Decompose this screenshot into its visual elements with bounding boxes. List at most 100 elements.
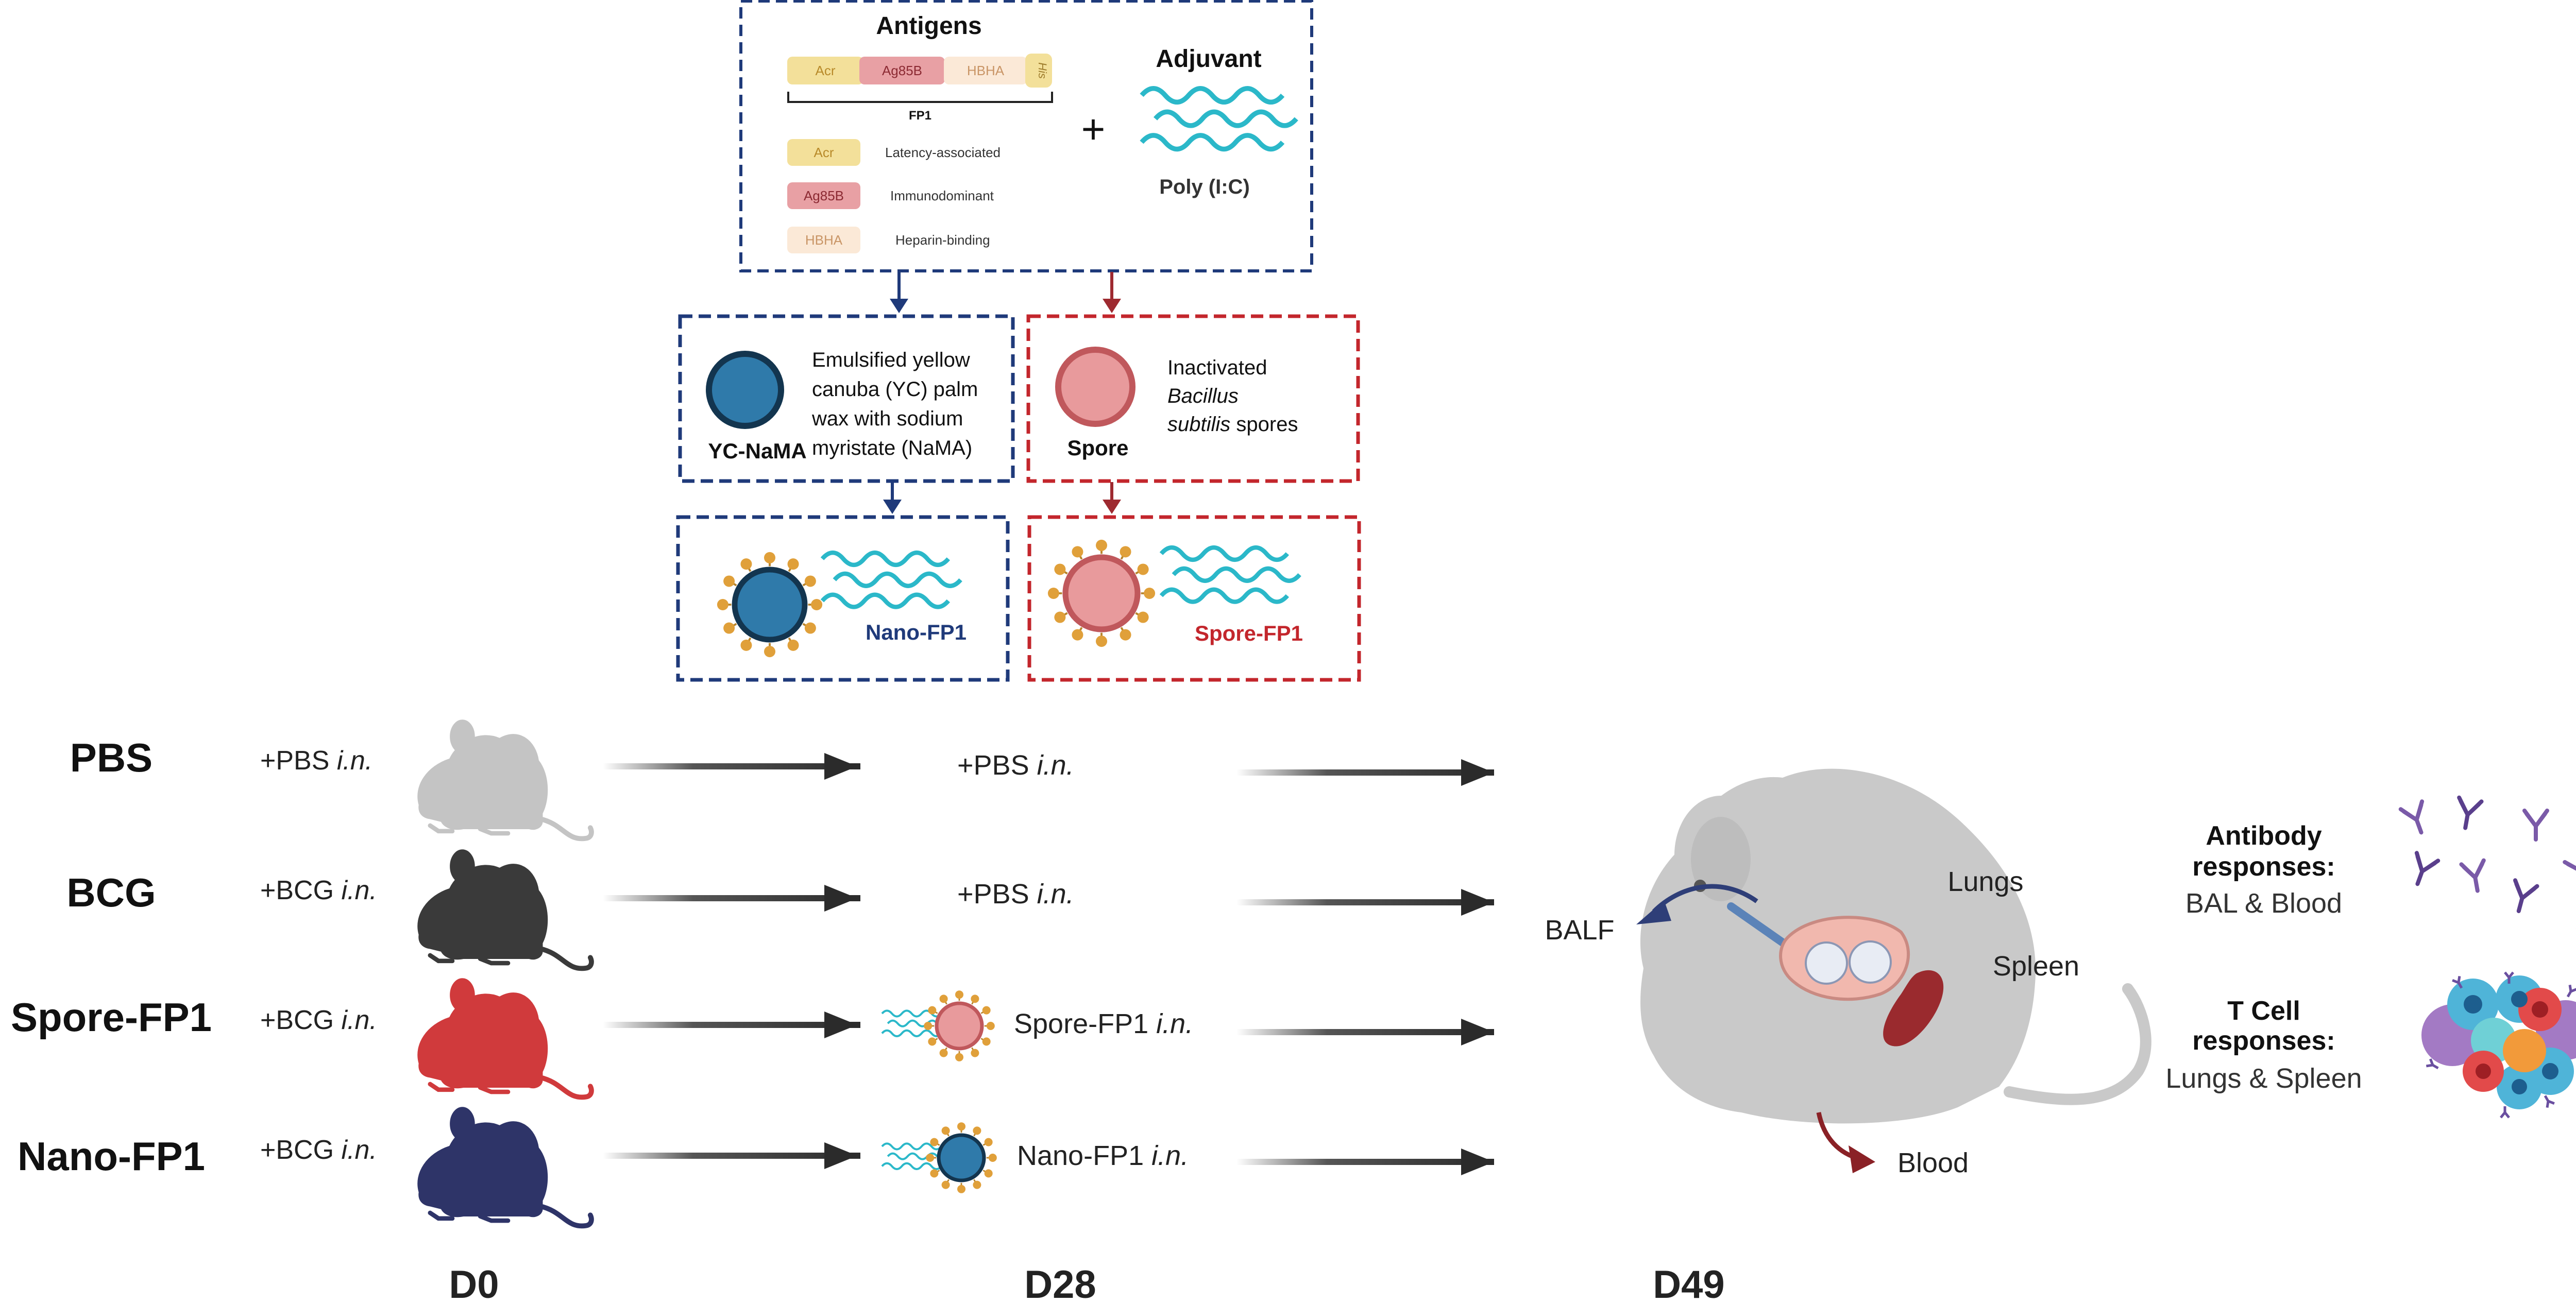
arrow-d28-d49-pbs-head <box>1461 759 1494 786</box>
spore-fp1-particle-icon <box>1047 539 1156 647</box>
antigen-bead <box>1047 588 1059 599</box>
antigen-bead <box>939 1049 948 1057</box>
arrow-d0-d28-pbs-head <box>824 753 857 780</box>
cell-receptor <box>2500 1106 2510 1119</box>
spore-desc-line-2: Bacillus <box>1167 385 1239 407</box>
arrow-d28-d49-pbs-shaft <box>1236 769 1494 776</box>
arrow-d0-d28-bcg-shaft <box>603 895 860 901</box>
antigen-bead <box>1120 629 1131 641</box>
particle-core <box>732 567 808 643</box>
mouse-icon-spore-fp1 <box>418 979 591 1098</box>
antigen-bead <box>787 558 799 570</box>
antigen-bead <box>928 1037 937 1046</box>
legend-desc-hbha: Heparin-binding <box>895 232 990 248</box>
nano-fp1-label: Nano-FP1 <box>866 620 967 644</box>
antigen-bead <box>941 1126 950 1135</box>
antigen-bead <box>1144 588 1156 599</box>
timeline-labels: D0 D28 D49 <box>449 1263 1724 1303</box>
antigen-bead <box>1072 546 1083 558</box>
antigen-bead <box>928 1006 937 1015</box>
antigen-bead <box>955 990 963 999</box>
d28-treatment-spore-fp1: Spore-FP1 i.n. <box>1014 1008 1193 1039</box>
arrow-head-to-nano <box>883 500 902 514</box>
antigen-bead <box>1096 539 1107 551</box>
cell-nucleus-2 <box>2511 991 2528 1007</box>
arrow-d28-d49-spore-head <box>1461 1019 1494 1045</box>
d28-treatment-nano-fp1: Nano-FP1 i.n. <box>1017 1140 1189 1171</box>
antigen-bead <box>787 639 799 651</box>
antigen-bead <box>924 1022 933 1030</box>
cell-receptor <box>2544 1095 2555 1108</box>
antigen-bead <box>804 622 816 634</box>
fusion-segment-acr <box>787 57 863 84</box>
antigen-bead <box>804 575 816 587</box>
trachea-icon <box>1727 902 1787 947</box>
arrow-d0-d28-nano-shaft <box>603 1153 860 1159</box>
antigen-to-carrier-arrows <box>890 272 1121 313</box>
yc-nama-particle-icon <box>706 351 784 429</box>
antigen-bead <box>811 599 823 610</box>
antigen-bead <box>986 1022 995 1030</box>
fp1-bracket <box>787 92 1053 103</box>
group-row-nano-fp1: Nano-FP1 +BCG i.n. Nano-FP1 i.n. <box>18 1107 1494 1226</box>
d0-treatment-nano-fp1: +BCG i.n. <box>260 1135 377 1165</box>
cell-receptor <box>2504 971 2514 984</box>
d28-nano-fp1-particle-icon <box>926 1122 997 1193</box>
cell-orange <box>2503 1029 2546 1072</box>
fusion-label-ag85b: Ag85B <box>882 63 922 78</box>
yc-desc-line-4: myristate (NaMA) <box>812 437 972 459</box>
antigen-bead <box>984 1138 993 1146</box>
mouse-icon-pbs <box>418 720 591 839</box>
antigens-title: Antigens <box>876 12 981 40</box>
spore-desc-line-1: Inactivated <box>1167 356 1267 379</box>
antigen-bead <box>930 1169 939 1178</box>
arrow-head-to-spore-fp1 <box>1103 500 1121 514</box>
yc-desc-line-2: canuba (YC) palm <box>812 378 978 401</box>
spore-label: Spore <box>1067 436 1128 460</box>
antibody-icon <box>2398 799 2425 835</box>
carrier-to-formulation-arrows <box>883 482 1121 514</box>
antigen-bead <box>939 995 948 1003</box>
antibody-title-line-1: Antibody <box>2206 821 2321 851</box>
mouse-icon-bcg <box>418 850 591 969</box>
balf-arrow-head <box>1636 900 1671 924</box>
legend-desc-ag85b: Immunodominant <box>890 188 994 203</box>
arrow-d28-d49-nano-shaft <box>1236 1159 1494 1165</box>
antigen-bead <box>723 622 735 634</box>
antigen-bead <box>1072 629 1083 641</box>
antigen-bead <box>717 599 728 610</box>
antigen-bead <box>973 1126 981 1135</box>
plus-sign: + <box>1081 106 1106 152</box>
antigen-bead <box>1096 636 1107 647</box>
antigen-bead <box>971 995 979 1003</box>
balf-label: BALF <box>1545 915 1614 946</box>
fusion-label-acr: Acr <box>816 63 836 78</box>
antigen-bead <box>982 1037 991 1046</box>
endpoint-mouse-ear-inner <box>1691 817 1751 901</box>
antigens-box-border <box>739 0 1313 272</box>
blood-arrow-head <box>1849 1145 1875 1173</box>
antigens-adjuvant-panel: Antigens Acr Ag85B HBHA His FP1 Acr Late… <box>739 0 1313 272</box>
cell-nucleus-5 <box>2532 1001 2548 1018</box>
legend-key-ag85b: Ag85B <box>804 188 844 203</box>
group-row-spore-fp1: Spore-FP1 +BCG i.n. Spore-FP1 i.n. <box>11 979 1494 1098</box>
antigen-bead <box>982 1006 991 1015</box>
antigen-bead <box>1054 611 1066 623</box>
fusion-segment-hbha <box>944 57 1027 84</box>
antigen-bead <box>971 1049 979 1057</box>
antibody-readout: Antibody responses: BAL & Blood <box>2185 795 2576 931</box>
antigen-bead <box>764 646 775 658</box>
d0-treatment-spore-fp1: +BCG i.n. <box>260 1005 377 1035</box>
d28-spore-fp1-particle-icon <box>924 990 995 1061</box>
antigen-bead <box>988 1154 997 1162</box>
antibody-subtitle: BAL & Blood <box>2185 888 2342 919</box>
spore-desc-line-3: subtilis spores <box>1167 413 1298 436</box>
fusion-segment-ag85b <box>859 57 945 84</box>
particle-core <box>937 1133 986 1182</box>
endpoint-mouse-tail <box>2004 983 2151 1105</box>
spore-fp1-formulation-box: Spore-FP1 <box>1027 515 1361 682</box>
tcell-title-line-1: T Cell <box>2227 996 2300 1026</box>
legend-swatch-ag85b <box>787 182 860 209</box>
antigen-bead <box>955 1053 963 1061</box>
